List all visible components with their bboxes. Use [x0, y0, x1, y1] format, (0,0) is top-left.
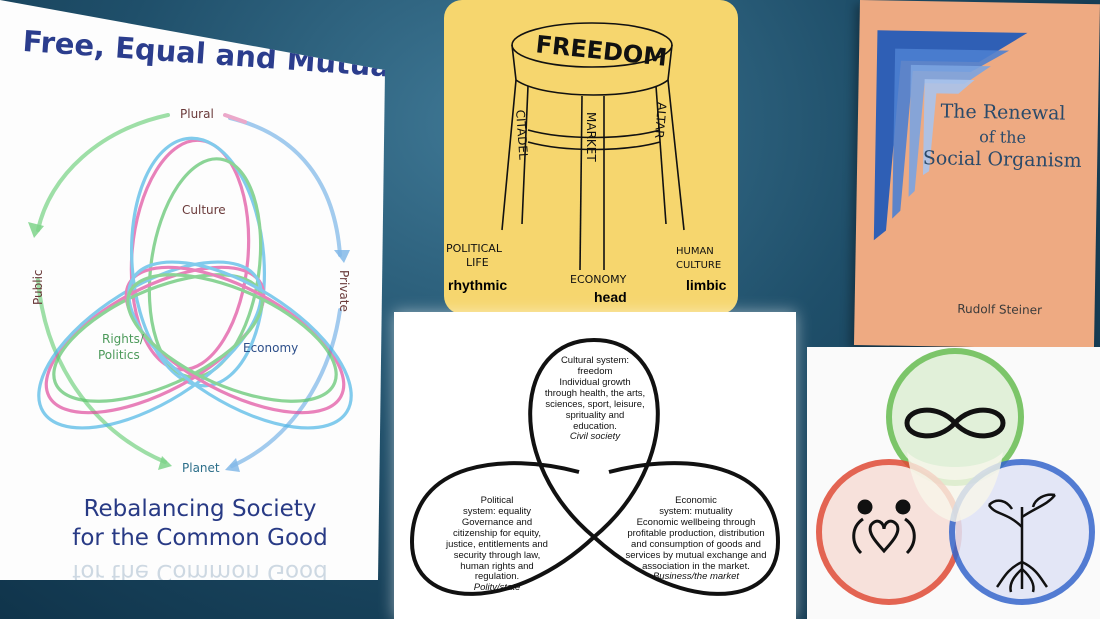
stool-leg-right: ALTAR: [652, 102, 669, 139]
stool-drawing: FREEDOM CITADEL MARKET ALTAR POLITICAL L…: [446, 22, 727, 305]
label-rights: Rights/: [102, 332, 145, 346]
book-cover-free-equal-mutual: Free, Equal and Mutual: [0, 0, 390, 580]
threefold-social-order-diagram: Cultural system: freedom Individual grow…: [394, 312, 796, 619]
trefoil-diagram: Plural Culture Public Private Rights/ Po…: [28, 107, 353, 475]
label-public: Public: [31, 269, 45, 305]
book-cover-page: Free, Equal and Mutual: [0, 0, 385, 580]
tree-roots-icon: [987, 493, 1056, 593]
book-cover-renewal-social-organism: The Renewal of the Social Organism Rudol…: [853, 0, 1100, 350]
label-planet: Planet: [182, 461, 220, 475]
book-subtitle: Rebalancing Society for the Common Good: [72, 496, 328, 551]
book-subtitle-reflection: for the Common Good: [72, 559, 328, 580]
people-heart-icon: [852, 499, 916, 555]
label-economy: Economy: [243, 341, 298, 355]
label-politics: Politics: [98, 348, 140, 362]
stool-label-life: LIFE: [466, 256, 489, 269]
label-private: Private: [337, 270, 351, 312]
economic-system-text: Economic system: mutuality Economic well…: [625, 495, 767, 583]
book2-chevron-graphic: [873, 30, 1028, 241]
stool-label-economy: ECONOMY: [570, 273, 627, 286]
threefold-knot: [409, 337, 781, 596]
stool-label-human: HUMAN: [676, 246, 714, 257]
venn-diagram: [816, 348, 1095, 605]
stool-leg-middle: MARKET: [584, 112, 598, 162]
venn-circles-panel: [807, 347, 1100, 619]
stool-bottom-rhythmic: rhythmic: [448, 277, 507, 293]
stool-label-culture: CULTURE: [676, 260, 721, 271]
stool-bottom-head: head: [594, 289, 627, 305]
label-culture: Culture: [182, 203, 226, 217]
stool-leg-left: CITADEL: [513, 109, 530, 160]
stool-bottom-limbic: limbic: [686, 277, 727, 293]
political-system-text: Political system: equality Governance an…: [446, 495, 548, 594]
infinity-icon: [904, 407, 1006, 439]
freedom-stool-panel: FREEDOM CITADEL MARKET ALTAR POLITICAL L…: [444, 0, 738, 314]
stool-seat-word: FREEDOM: [534, 30, 668, 72]
cultural-system-text: Cultural system: freedom Individual grow…: [544, 355, 646, 443]
book2-author: Rudolf Steiner: [957, 301, 1043, 318]
label-plural: Plural: [180, 107, 214, 121]
book2-title: The Renewal of the Social Organism: [922, 100, 1082, 173]
stool-label-political: POLITICAL: [446, 242, 503, 255]
